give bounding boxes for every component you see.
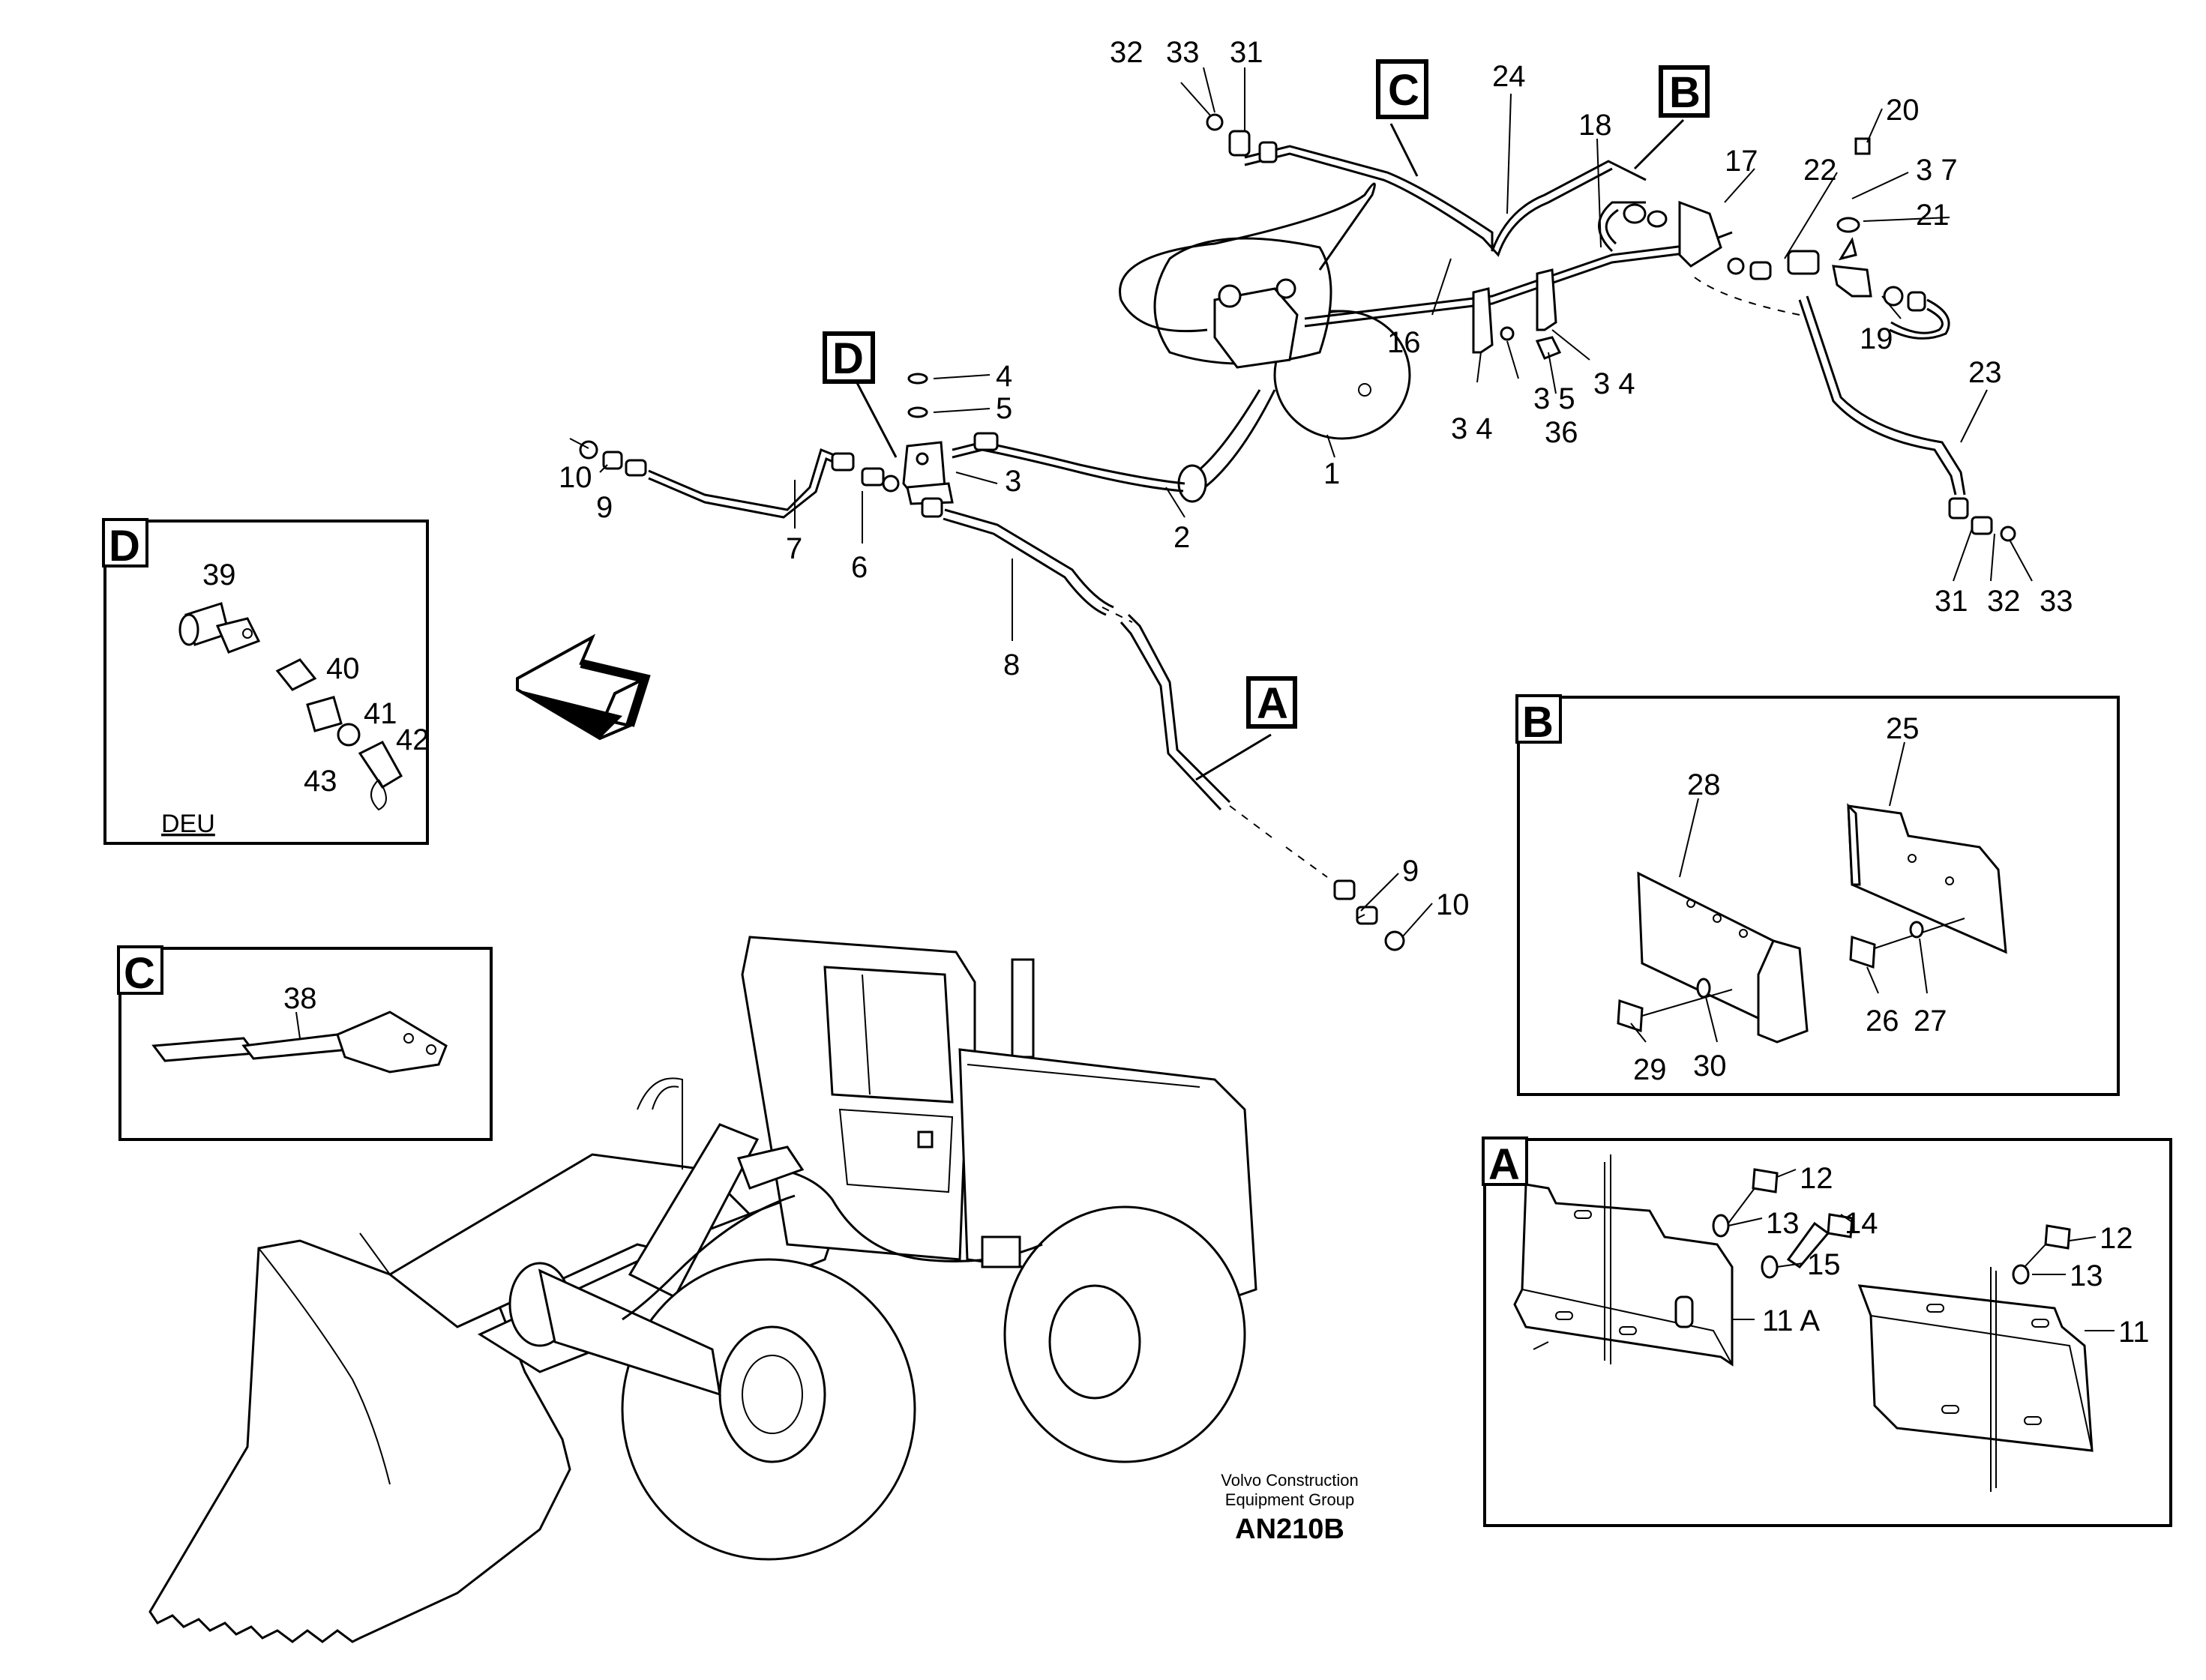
callout-22: 22 — [1803, 154, 1837, 187]
wheel-loader-illustration — [148, 936, 1257, 1643]
callout-25: 25 — [1886, 712, 1920, 745]
callout-20: 20 — [1886, 94, 1920, 127]
detail-ref-a: A — [1257, 679, 1288, 728]
callout-16: 16 — [1387, 326, 1421, 359]
pipe-run-top — [1244, 145, 1647, 252]
fitting-top-left — [1206, 113, 1278, 163]
callout-12-right: 12 — [2100, 1222, 2133, 1255]
inset-d-letter: D — [109, 522, 140, 570]
callout-1: 1 — [1323, 457, 1340, 490]
callout-labels: 1 2 3 4 5 6 7 8 9 10 9 10 16 18 24 32 33… — [161, 36, 2150, 1349]
callout-34-left: 3 4 — [1451, 412, 1493, 445]
callout-5: 5 — [996, 392, 1012, 425]
callout-27: 27 — [1914, 1005, 1947, 1038]
inset-a — [1482, 1136, 2172, 1527]
left-pipe-assembly — [579, 373, 1405, 951]
callout-41: 41 — [364, 697, 397, 730]
inset-b-letter: B — [1522, 698, 1554, 747]
clamp-brackets — [1472, 268, 1562, 360]
pipe-16 — [1304, 231, 1733, 320]
leader-lines — [569, 67, 2033, 938]
inset-c — [117, 945, 493, 1141]
callout-11: 11 — [2118, 1316, 2150, 1349]
bracket-11 — [1857, 1284, 2094, 1452]
callout-12-left: 12 — [1800, 1162, 1833, 1195]
callout-31-top: 31 — [1230, 36, 1263, 69]
callout-24: 24 — [1492, 60, 1526, 93]
inset-c-letter: C — [124, 949, 155, 998]
callout-29: 29 — [1633, 1053, 1667, 1086]
inset-d — [102, 518, 429, 845]
callout-33-bottom: 33 — [2040, 585, 2073, 618]
callout-31-bottom: 31 — [1935, 585, 1968, 618]
callout-34-right: 3 4 — [1593, 367, 1635, 400]
company-line-1: Volvo Construction — [1221, 1471, 1358, 1490]
callout-39: 39 — [202, 559, 236, 591]
callout-17: 17 — [1725, 145, 1758, 178]
callout-2: 2 — [1173, 521, 1190, 554]
callout-40: 40 — [326, 652, 360, 685]
callout-14: 14 — [1845, 1207, 1878, 1240]
callout-9-lower: 9 — [1402, 855, 1419, 888]
reference-arrows — [853, 118, 1685, 781]
air-tank-assembly — [1119, 182, 1411, 503]
callout-35: 3 5 — [1533, 382, 1575, 415]
inset-a-letter: A — [1488, 1140, 1520, 1189]
bracket-11a — [1513, 1183, 1734, 1367]
drawing-footer: Volvo Construction Equipment Group AN210… — [1221, 1471, 1358, 1545]
callout-13-right: 13 — [2070, 1259, 2103, 1292]
detail-ref-d: D — [832, 334, 864, 383]
callout-19: 19 — [1860, 322, 1893, 355]
inset-b — [1515, 694, 2120, 1096]
callout-26: 26 — [1866, 1005, 1899, 1038]
callout-37: 3 7 — [1916, 154, 1958, 187]
inset-d-caption: DEU — [161, 810, 215, 838]
callout-11a: 11 A — [1762, 1304, 1820, 1337]
pipe-23 — [1806, 295, 1966, 496]
callout-7: 7 — [786, 532, 802, 565]
callout-21: 21 — [1916, 199, 1950, 232]
callout-32-top: 32 — [1110, 36, 1143, 69]
callout-3: 3 — [1005, 465, 1021, 498]
callout-10-left: 10 — [559, 461, 592, 494]
callout-10-lower: 10 — [1436, 888, 1470, 921]
callout-6: 6 — [851, 551, 868, 584]
callout-15: 15 — [1807, 1248, 1841, 1281]
right-valve-group — [1598, 137, 1950, 340]
plate-25 — [1847, 804, 2007, 954]
callout-36: 36 — [1545, 416, 1578, 449]
callout-18: 18 — [1578, 109, 1612, 142]
loader-bucket — [148, 1239, 571, 1643]
callout-30: 30 — [1693, 1050, 1727, 1083]
callout-23: 23 — [1968, 356, 2002, 389]
callout-42: 42 — [396, 723, 430, 756]
company-line-2: Equipment Group — [1225, 1490, 1354, 1509]
callout-38: 38 — [283, 982, 317, 1015]
detail-reference-boxes: C B D A D C B A — [109, 59, 1710, 1189]
detail-ref-b: B — [1669, 68, 1701, 117]
callout-9-left: 9 — [596, 491, 613, 524]
callout-4: 4 — [996, 360, 1012, 393]
forward-direction-arrow — [516, 633, 651, 741]
callout-32-bottom: 32 — [1987, 585, 2021, 618]
callout-33-top: 33 — [1166, 36, 1200, 69]
detail-ref-c: C — [1388, 66, 1419, 115]
callout-8: 8 — [1003, 648, 1020, 681]
callout-13-left: 13 — [1766, 1207, 1800, 1240]
callout-28: 28 — [1687, 768, 1721, 801]
callout-43: 43 — [304, 765, 337, 798]
fitting-bottom-right — [1948, 497, 2016, 542]
drawing-number: AN210B — [1235, 1514, 1344, 1545]
